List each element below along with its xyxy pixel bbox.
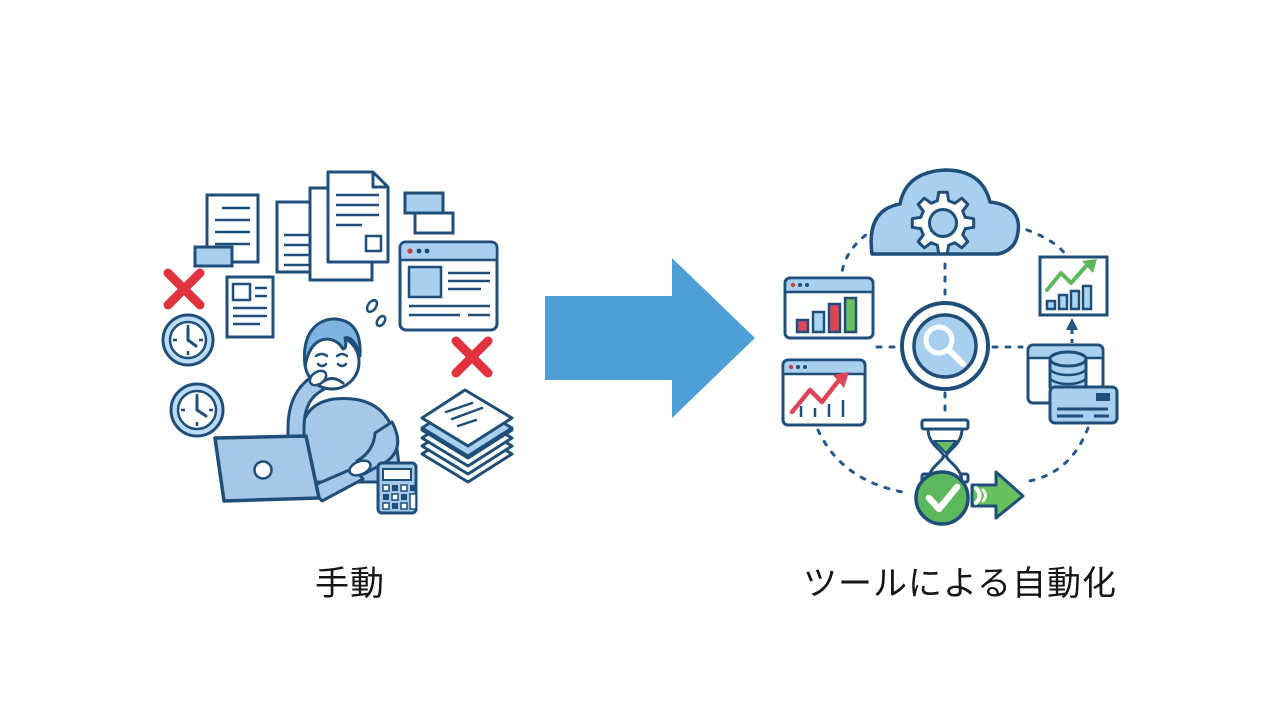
transformation-arrow-svg (545, 258, 755, 418)
credit-card-icon (1048, 385, 1119, 425)
fast-forward-arrow-icon (970, 470, 1025, 520)
clock-icon (161, 313, 215, 367)
paper-stack-icon (420, 388, 514, 484)
check-circle-icon (914, 470, 970, 526)
search-hub-icon (900, 301, 990, 391)
manual-work-illustration (160, 150, 540, 540)
automation-svg (781, 168, 1119, 526)
red-x-icon-2 (451, 336, 493, 378)
line-chart-window-icon (781, 358, 867, 427)
sweat-drops-icon (365, 298, 387, 328)
documents-pile-icon (275, 170, 390, 282)
laptop-icon (213, 434, 372, 503)
clock-icon-2 (169, 382, 225, 438)
red-x-icon (163, 268, 205, 310)
document-icon (193, 193, 260, 268)
up-arrow-connector-icon (1066, 318, 1078, 343)
sticky-notes-icon (403, 191, 455, 235)
bar-chart-window-icon (783, 276, 875, 340)
growth-chart-panel-icon (1038, 255, 1109, 317)
automation-illustration (770, 160, 1150, 540)
automation-label: ツールによる自動化 (803, 565, 1117, 603)
manual-label: 手動 (315, 565, 385, 603)
calculator-icon (376, 461, 418, 515)
browser-window-icon (398, 240, 499, 332)
report-document-icon (225, 275, 275, 339)
transformation-arrow-icon (540, 255, 760, 420)
manual-work-svg (161, 170, 514, 515)
cloud-gear-icon (869, 168, 1021, 256)
